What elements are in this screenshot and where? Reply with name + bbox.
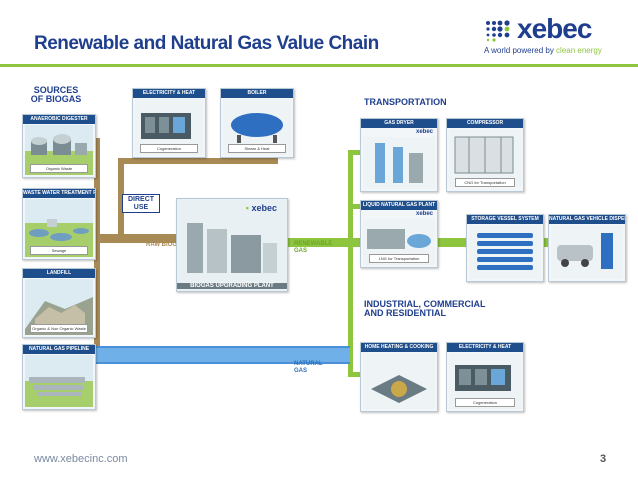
transport-branch xyxy=(348,150,362,155)
box-header: ELECTRICITY & HEAT xyxy=(447,343,523,352)
plant-logo: ▪ xebec xyxy=(245,203,277,213)
box-header: COMPRESSOR xyxy=(447,119,523,128)
sources-heading: SOURCES OF BIOGAS xyxy=(30,85,82,105)
box-header: ELECTRICITY & HEAT xyxy=(133,89,205,98)
source-waste-water-plant: WASTE WATER TREATMENT PLANT Sewage xyxy=(22,188,96,260)
transport-gas-dryer: GAS DRYER xebec xyxy=(360,118,438,192)
compressor-illustration xyxy=(449,129,521,189)
lng-branch xyxy=(348,204,362,209)
raw-biogas-pipe xyxy=(94,234,194,243)
page-number: 3 xyxy=(600,453,607,465)
renewable-gas-riser xyxy=(348,150,353,376)
stove-illustration xyxy=(363,353,435,409)
direct-use-electricity-heat: ELECTRICITY & HEAT Cogeneration xyxy=(132,88,206,158)
transport-storage-vessel: STORAGE VESSEL SYSTEM xyxy=(466,214,544,282)
industrial-home-heating: HOME HEATING & COOKING xyxy=(360,342,438,412)
industrial-branch xyxy=(348,372,362,377)
box-header: LIQUID NATURAL GAS PLANT xyxy=(361,201,437,210)
slide-title: Renewable and Natural Gas Value Chain xyxy=(34,33,379,54)
box-caption: Cogeneration xyxy=(454,398,516,407)
box-caption: Sewage xyxy=(30,246,88,255)
box-header: NATURAL GAS VEHICLE DISPENSER xyxy=(549,215,625,224)
logo-dots-icon xyxy=(486,20,510,42)
gas-dryer-illustration xyxy=(363,137,435,189)
box-header: BOILER xyxy=(221,89,293,98)
upgrading-plant-illustration xyxy=(179,215,285,277)
vehicle-dispenser-illustration xyxy=(551,225,623,279)
biogas-upgrading-plant: ▪ xebec BIOGAS UPGRADING PLANT xyxy=(176,198,288,292)
value-chain-diagram: SOURCES OF BIOGAS ANAEROBIC DIGESTER Org… xyxy=(18,78,628,438)
renewable-gas-pipe xyxy=(286,238,606,247)
industrial-electricity-heat: ELECTRICITY & HEAT Cogeneration xyxy=(446,342,524,412)
natural-gas-label: NATURAL GAS xyxy=(294,361,323,374)
transport-lng-plant: LIQUID NATURAL GAS PLANT xebec LNG for T… xyxy=(360,200,438,268)
box-header: HOME HEATING & COOKING xyxy=(361,343,437,352)
box-header: GAS DRYER xyxy=(361,119,437,128)
logo-wordmark: xebec xyxy=(517,13,592,44)
industrial-heading: INDUSTRIAL, COMMERCIAL AND RESIDENTIAL xyxy=(364,299,486,319)
header-rule xyxy=(0,64,638,67)
source-anaerobic-digester: ANAEROBIC DIGESTER Organic Waste xyxy=(22,114,96,178)
box-header: LANDFILL xyxy=(23,269,95,278)
transport-vehicle-dispenser: NATURAL GAS VEHICLE DISPENSER xyxy=(548,214,626,282)
box-caption: LNG for Transportation xyxy=(368,254,430,263)
lng-plant-logo: xebec xyxy=(415,211,433,217)
footer-url: www.xebecinc.com xyxy=(34,453,128,465)
box-caption: Steam & Heat xyxy=(228,144,286,153)
direct-use-label: DIRECT USE xyxy=(122,194,160,214)
source-landfill: LANDFILL Organic & Non Organic Waste xyxy=(22,268,96,338)
box-header: WASTE WATER TREATMENT PLANT xyxy=(23,189,95,198)
box-caption: Organic & Non Organic Waste xyxy=(30,324,88,333)
box-header: NATURAL GAS PIPELINE xyxy=(23,345,95,354)
box-header: STORAGE VESSEL SYSTEM xyxy=(467,215,543,224)
box-caption: CNG for Transportation xyxy=(454,178,516,187)
direct-use-boiler: BOILER Steam & Heat xyxy=(220,88,294,158)
box-caption: Cogeneration xyxy=(140,144,198,153)
source-natural-gas-pipeline: NATURAL GAS PIPELINE xyxy=(22,344,96,410)
natural-gas-pipe xyxy=(94,346,350,364)
logo-tagline: A world powered by clean energy xyxy=(484,46,602,55)
xebec-mark-icon: ▪ xyxy=(245,203,249,213)
direct-use-branch xyxy=(118,158,278,164)
pipeline-illustration xyxy=(25,355,93,407)
raw-biogas-collector xyxy=(94,138,100,358)
raw-biogas-label: RAW BIOGAS xyxy=(146,242,186,248)
transport-compressor: COMPRESSOR CNG for Transportation xyxy=(446,118,524,192)
gas-dryer-logo: xebec xyxy=(415,129,433,135)
transportation-heading: TRANSPORTATION xyxy=(364,97,447,107)
xebec-logo: xebec A world powered by clean energy xyxy=(484,13,624,57)
box-header: ANAEROBIC DIGESTER xyxy=(23,115,95,124)
upgrading-plant-label: BIOGAS UPGRADING PLANT xyxy=(177,283,287,289)
box-caption: Organic Waste xyxy=(30,164,88,173)
renewable-gas-label: RENEWABLE GAS xyxy=(294,241,333,254)
direct-use-pipe xyxy=(118,158,124,238)
storage-vessel-illustration xyxy=(469,225,541,279)
